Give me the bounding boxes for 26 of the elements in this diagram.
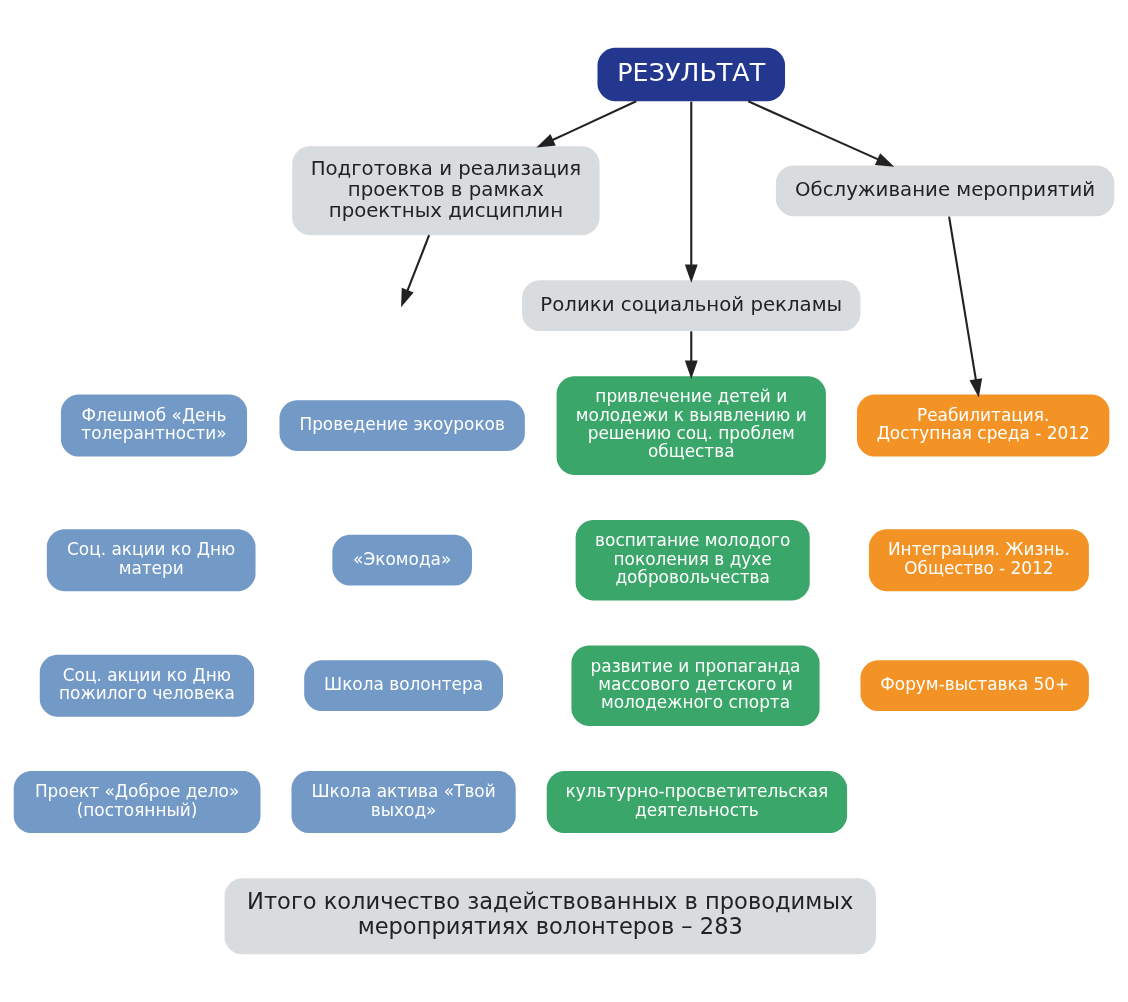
node-box: Обслуживание мероприятий bbox=[775, 165, 1115, 217]
node-box: Итого количество задействованных в проводимых мероприятиях волонтеров – 283 bbox=[224, 878, 876, 955]
node-box: Форум-выставка 50+ bbox=[860, 660, 1089, 712]
node-box: культурно-просветительская деятельность bbox=[546, 771, 848, 834]
node-box: Реабилитация. Доступная среда - 2012 bbox=[856, 394, 1110, 457]
node-box: Соц. акции ко Дню пожилого человека bbox=[39, 654, 255, 717]
node-box: воспитание молодого поколения в духе добровольчества bbox=[575, 520, 810, 601]
node-box: Школа актива «Твой выход» bbox=[291, 771, 516, 834]
node-box: Проект «Доброе дело» (постоянный) bbox=[13, 771, 261, 834]
arrow bbox=[536, 100, 637, 148]
node-box: Флешмоб «День толерантности» bbox=[60, 394, 248, 457]
node-box: Интеграция. Жизнь. Общество - 2012 bbox=[868, 529, 1089, 592]
arrow bbox=[747, 100, 895, 167]
arrow bbox=[401, 234, 431, 308]
node-box: Ролики социальной рекламы bbox=[522, 280, 861, 332]
node-box: «Экомода» bbox=[332, 534, 472, 586]
node-box: Проведение экоуроков bbox=[279, 400, 525, 451]
node-box: привлечение детей и молодежи к выявлению и решению соц. проблем общества bbox=[556, 376, 826, 475]
arrow bbox=[684, 101, 698, 283]
node-box: Школа волонтера bbox=[304, 660, 503, 712]
node-box: Подготовка и реализация проектов в рамках проектных дисциплин bbox=[292, 146, 600, 236]
node-box: развитие и пропаганда массового детского и молодежного спорта bbox=[571, 645, 820, 726]
arrow bbox=[948, 216, 983, 398]
node-box: Соц. акции ко Дню матери bbox=[46, 529, 256, 592]
node-box: РЕЗУЛЬТАТ bbox=[597, 47, 786, 102]
arrow bbox=[684, 331, 698, 379]
